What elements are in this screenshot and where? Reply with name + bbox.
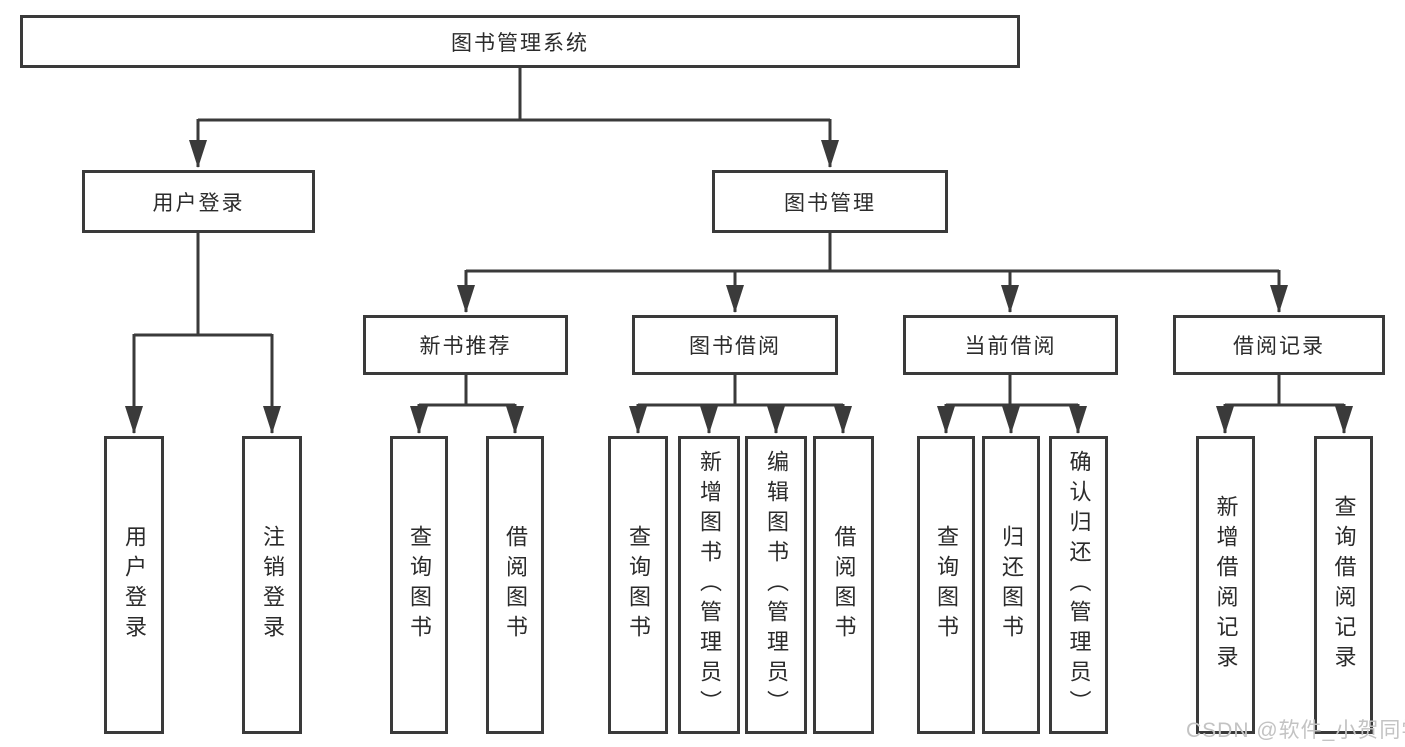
connector-userlogin-trunk — [134, 233, 272, 337]
node-label: 新增借阅记录 — [1213, 495, 1239, 675]
leaf-borrow-books-2: 借阅图书 — [813, 436, 874, 734]
node-label: 归还图书 — [999, 525, 1024, 645]
node-label: 查询图书 — [407, 525, 432, 645]
node-book-management: 图书管理 — [712, 170, 948, 233]
node-label: 编辑图书（管理员） — [764, 450, 789, 720]
node-new-book-recommend: 新书推荐 — [363, 315, 568, 375]
node-label: 新增图书（管理员） — [697, 450, 722, 720]
leaf-add-books-admin: 新增图书（管理员） — [678, 436, 740, 734]
leaf-edit-books-admin: 编辑图书（管理员） — [745, 436, 807, 734]
node-label: 确认归还（管理员） — [1066, 450, 1092, 720]
node-user-login: 用户登录 — [82, 170, 315, 233]
node-label: 用户登录 — [152, 191, 245, 215]
node-label: 新书推荐 — [419, 335, 512, 358]
node-label: 查询图书 — [626, 525, 651, 645]
node-label: 借阅图书 — [831, 525, 857, 645]
leaf-return-books: 归还图书 — [982, 436, 1040, 734]
leaf-borrow-books-1: 借阅图书 — [486, 436, 544, 734]
node-label: 图书管理系统 — [451, 31, 589, 55]
node-book-borrowing: 图书借阅 — [632, 315, 838, 375]
connector-root-trunk — [198, 68, 830, 122]
node-label: 查询图书 — [934, 525, 959, 645]
node-label: 借阅记录 — [1233, 335, 1325, 358]
leaf-query-borrow-record: 查询借阅记录 — [1314, 436, 1373, 734]
node-library-management-system: 图书管理系统 — [20, 15, 1020, 68]
node-label: 查询借阅记录 — [1331, 495, 1357, 675]
leaf-query-books-1: 查询图书 — [390, 436, 448, 734]
leaf-logout: 注销登录 — [242, 436, 302, 734]
node-label: 借阅图书 — [503, 525, 528, 645]
connector-bookmgmt-trunk — [466, 233, 1279, 273]
node-label: 当前借阅 — [964, 335, 1057, 358]
csdn-watermark: CSDN @软件_小贺同学 — [1186, 719, 1405, 742]
leaf-query-books-3: 查询图书 — [917, 436, 975, 734]
node-label: 注销登录 — [260, 525, 285, 645]
node-borrowing-records: 借阅记录 — [1173, 315, 1385, 375]
node-current-borrowing: 当前借阅 — [903, 315, 1118, 375]
leaf-user-login: 用户登录 — [104, 436, 164, 734]
node-label: 图书管理 — [784, 191, 876, 215]
node-label: 用户登录 — [122, 525, 147, 645]
leaf-confirm-return-admin: 确认归还（管理员） — [1049, 436, 1108, 734]
leaf-add-borrow-record: 新增借阅记录 — [1196, 436, 1255, 734]
leaf-query-books-2: 查询图书 — [608, 436, 668, 734]
node-label: 图书借阅 — [689, 335, 781, 358]
